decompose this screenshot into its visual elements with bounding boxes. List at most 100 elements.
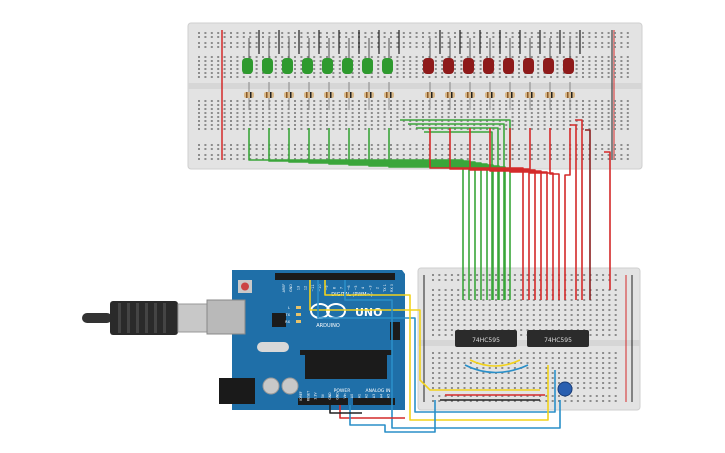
breadboard-hole [588,56,591,58]
breadboard-hole [294,42,296,44]
breadboard-hole [409,36,412,38]
breadboard-hole [255,76,258,78]
breadboard-hole [402,154,405,156]
breadboard-hole [444,352,447,354]
breadboard-hole [486,112,488,114]
breadboard-hole [438,334,441,336]
breadboard-hole [223,42,226,44]
breadboard-hole [495,304,497,306]
breadboard-hole [210,108,213,110]
breadboard-hole [268,112,271,114]
breadboard-hole [262,144,264,146]
breadboard-hole [498,148,501,150]
breadboard-hole [588,100,591,102]
breadboard-hole [595,395,598,397]
breadboard-hole [422,120,424,122]
breadboard-hole [447,128,450,130]
breadboard-hole [501,400,504,402]
breadboard-hole [550,120,552,122]
resistor [425,92,435,98]
breadboard-hole [614,32,616,34]
breadboard-hole [498,112,501,114]
breadboard-hole [537,76,540,78]
breadboard-hole [518,100,520,102]
breadboard-hole [236,116,239,118]
breadboard-hole [217,148,220,150]
breadboard-hole [438,377,441,379]
breadboard-hole [463,299,466,301]
breadboard-hole [444,289,447,291]
breadboard-hole [319,144,322,146]
breadboard-hole [444,304,447,306]
breadboard-hole [383,112,386,114]
breadboard-hole [454,68,456,70]
breadboard-hole [294,60,296,62]
breadboard-hole [473,100,476,102]
breadboard-hole [614,46,616,48]
breadboard-hole [505,128,508,130]
breadboard-hole [556,76,559,78]
breadboard-hole [576,294,579,296]
resistor-band [370,92,372,98]
breadboard-hole [550,100,552,102]
breadboard-hole [351,108,354,110]
top-pin-label: ~10 [318,284,322,291]
breadboard-hole [482,362,485,364]
breadboard-hole [441,120,444,122]
breadboard-hole [242,56,245,58]
breadboard-hole [495,299,497,301]
breadboard-hole [537,42,540,44]
breadboard-hole [390,120,392,122]
breadboard-hole [513,309,516,311]
breadboard-hole [486,116,488,118]
breadboard-hole [306,108,309,110]
breadboard-hole [383,46,386,48]
breadboard-hole [543,158,546,160]
breadboard-hole [390,108,392,110]
breadboard-hole [518,32,520,34]
breadboard-hole [620,46,623,48]
breadboard-hole [319,68,322,70]
green-wire [416,127,499,300]
breadboard-hole [507,382,510,384]
breadboard-hole [319,104,322,106]
breadboard-hole [402,68,405,70]
breadboard-hole [607,36,610,38]
breadboard-hole [198,42,200,44]
breadboard-hole [626,76,629,78]
breadboard-hole [262,56,264,58]
breadboard-hole [460,120,463,122]
breadboard-hole [358,56,360,58]
breadboard-hole [236,36,239,38]
breadboard-hole [236,128,239,130]
breadboard-hole [479,108,482,110]
breadboard-hole [576,299,579,301]
breadboard-hole [495,279,497,281]
breadboard-hole [539,362,542,364]
breadboard-hole [422,148,424,150]
breadboard-hole [281,42,284,44]
breadboard-hole [602,294,605,296]
breadboard-hole [595,329,598,331]
breadboard-hole [492,120,495,122]
breadboard-hole [432,377,434,379]
breadboard-hole [532,387,535,389]
breadboard-hole [492,112,495,114]
green-wire [400,119,511,300]
breadboard-hole [620,148,623,150]
breadboard-hole [520,279,523,281]
breadboard-hole [575,42,578,44]
breadboard-hole [532,319,535,321]
breadboard-hole [281,112,284,114]
breadboard-hole [601,32,604,34]
red-wire [489,128,542,300]
breadboard-hole [370,120,373,122]
breadboard-hole [486,76,488,78]
breadboard-hole [498,128,501,130]
breadboard-hole [326,128,328,130]
breadboard-hole [601,120,604,122]
breadboard-hole [570,362,573,364]
breadboard-hole [537,60,540,62]
breadboard-hole [249,148,252,150]
breadboard-hole [537,116,540,118]
